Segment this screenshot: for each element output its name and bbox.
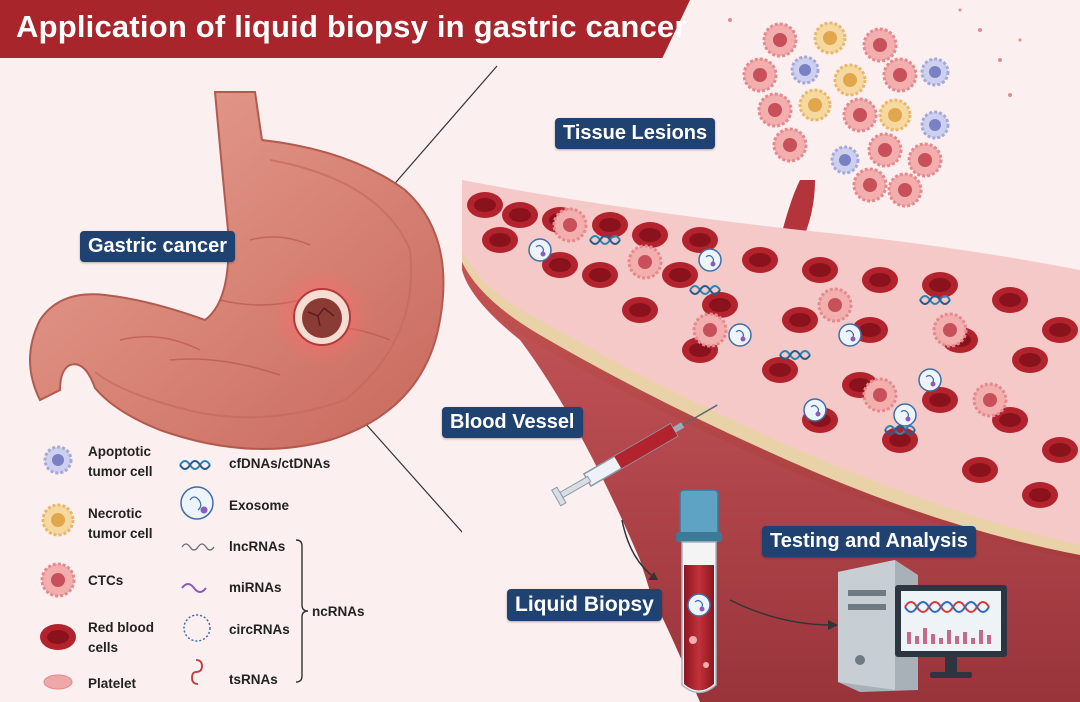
computer-icon (838, 560, 1007, 692)
legend-platelet: Platelet (88, 676, 137, 691)
rbc-icon (40, 624, 76, 650)
platelet-icon (43, 674, 73, 690)
title-banner (0, 0, 690, 58)
legend-ncrna: ncRNAs (312, 604, 365, 619)
page-title: Application of liquid biopsy in gastric … (16, 9, 687, 44)
legend-mirna: miRNAs (229, 580, 282, 595)
label-liquid-biopsy: Liquid Biopsy (507, 589, 662, 621)
legend-tsrna: tsRNAs (229, 672, 278, 687)
dna-icon (179, 460, 211, 470)
necrotic-cell-icon (41, 503, 75, 537)
legend-exosome: Exosome (229, 498, 290, 513)
legend-cfdna: cfDNAs/ctDNAs (229, 456, 331, 471)
legend-apoptotic: Apoptotic tumor cell (88, 444, 153, 479)
tumor-cluster-icon (728, 8, 1022, 245)
blood-tube-icon (676, 489, 722, 694)
stomach-icon (29, 91, 445, 450)
syringe-icon (551, 404, 718, 507)
label-gastric-cancer: Gastric cancer (80, 231, 235, 262)
label-tissue-lesions: Tissue Lesions (555, 118, 716, 149)
label-blood-vessel: Blood Vessel (442, 407, 583, 438)
legend-icons (40, 445, 309, 690)
ctc-icon (40, 562, 76, 598)
mirna-icon (181, 583, 207, 593)
tsrna-icon (191, 659, 203, 685)
apoptotic-cell-icon (43, 445, 73, 475)
lncrna-icon (181, 543, 215, 551)
legend-circrna: circRNAs (229, 622, 290, 637)
legend-lncrna: lncRNAs (229, 539, 286, 554)
label-testing-analysis: Testing and Analysis (762, 526, 976, 557)
legend-necrotic: Necrotic tumor cell (88, 506, 153, 541)
ncrna-bracket (295, 539, 309, 683)
legend-rbc: Red blood cells (88, 620, 154, 655)
exosome-icon (180, 486, 214, 520)
legend-ctcs: CTCs (88, 573, 124, 588)
circrna-icon (183, 614, 211, 642)
